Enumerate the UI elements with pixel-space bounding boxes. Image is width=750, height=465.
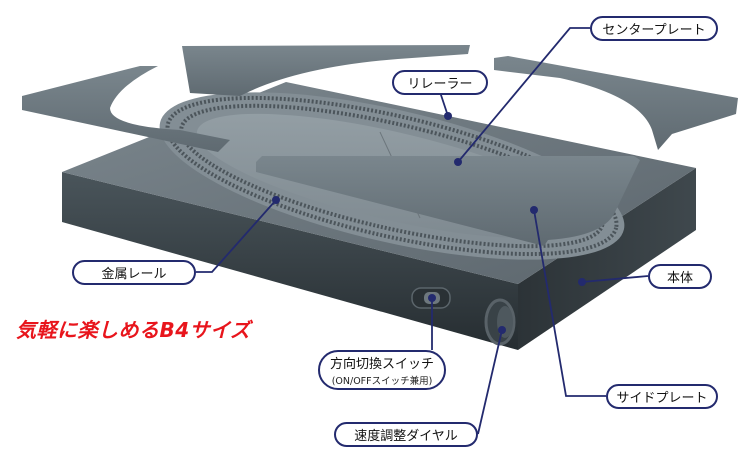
outer-rail (165, 95, 619, 257)
leader-body (581, 275, 649, 283)
leader-center-plate (457, 27, 590, 163)
direction-switch-title: 方向切換スイッチ (330, 357, 435, 372)
base-front-face (62, 172, 518, 350)
label-rail: 金属レール (72, 260, 196, 285)
label-center-plate: センタープレート (590, 16, 718, 41)
dot-speed-dial (498, 326, 506, 334)
side-plate-top-left (182, 45, 470, 96)
label-speed-dial: 速度調整ダイヤル (334, 422, 478, 447)
side-plate-left (22, 66, 230, 152)
speed-dial-cap (497, 306, 513, 338)
dot-direction-switch (428, 294, 436, 302)
side-plates (22, 45, 738, 246)
leader-speed-dial (477, 329, 503, 435)
leader-lines (196, 27, 649, 435)
label-body: 本体 (648, 264, 712, 289)
dot-side-plate (530, 206, 538, 214)
label-side-plate: サイドプレート (606, 384, 718, 409)
leader-endpoints (272, 112, 586, 334)
dot-body (578, 278, 586, 286)
tagline: 気軽に楽しめるB4サイズ (16, 318, 251, 342)
label-direction-switch: 方向切換スイッチ (ON/OFFスイッチ兼用) (318, 350, 446, 390)
dot-rail (272, 196, 280, 204)
label-relayer: リレーラー (392, 70, 488, 95)
side-plate-front (256, 156, 640, 246)
leader-rail (196, 199, 277, 273)
dot-center-plate (454, 158, 462, 166)
base-right-face (518, 168, 696, 350)
direction-switch-note: (ON/OFFスイッチ兼用) (331, 376, 433, 387)
dot-relayer (444, 112, 452, 120)
side-plate-right (494, 56, 738, 150)
leader-side-plate (533, 209, 606, 397)
leader-relayer (439, 91, 449, 117)
